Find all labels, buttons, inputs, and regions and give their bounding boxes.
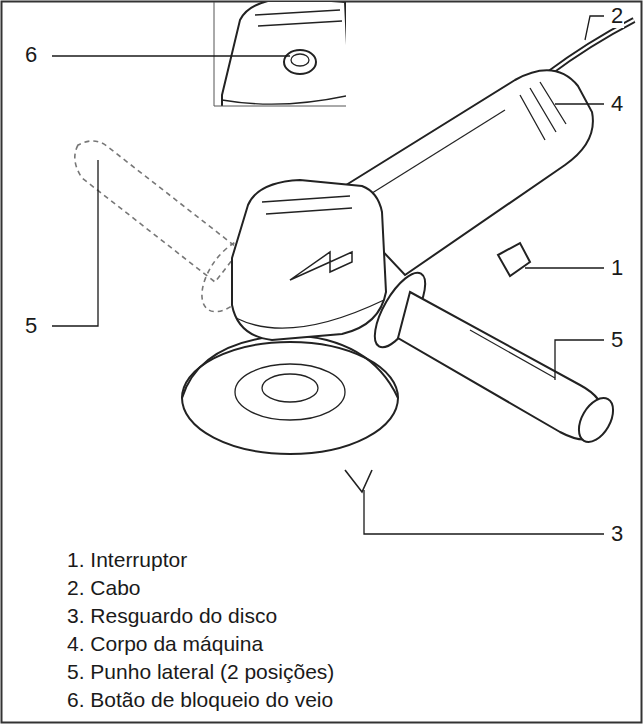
callout-number: 5 bbox=[610, 327, 624, 352]
legend-item: 1. Interruptor bbox=[66, 548, 188, 572]
legend-item: 5. Punho lateral (2 posições) bbox=[66, 660, 335, 684]
callout-number: 5 bbox=[24, 313, 38, 338]
callout-number: 3 bbox=[610, 521, 624, 546]
callout-number: 1 bbox=[610, 255, 624, 280]
disc bbox=[182, 335, 398, 492]
callout-number: 4 bbox=[610, 91, 624, 116]
side-handle bbox=[365, 266, 620, 448]
legend-item: 2. Cabo bbox=[66, 576, 142, 600]
legend-item: 4. Corpo da máquina bbox=[66, 632, 264, 656]
gear-head bbox=[232, 180, 386, 340]
inset-view bbox=[222, 2, 346, 106]
legend-item: 3. Resguardo do disco bbox=[66, 604, 278, 628]
switch bbox=[498, 243, 530, 276]
inset-edge bbox=[214, 2, 346, 106]
legend-item: 6. Botão de bloqueio do veio bbox=[66, 688, 334, 712]
leader-lines bbox=[52, 16, 604, 534]
callout-number: 2 bbox=[610, 3, 624, 28]
callout-number: 6 bbox=[24, 42, 38, 67]
